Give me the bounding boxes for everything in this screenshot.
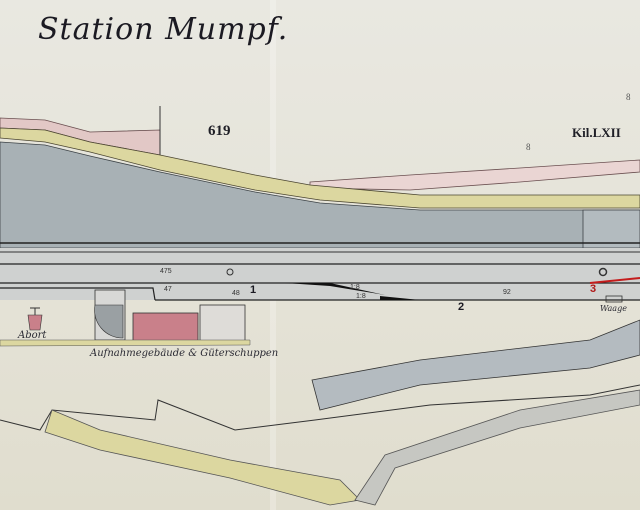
- track-number: 1:8: [350, 284, 360, 291]
- privy-label: Abort: [18, 330, 47, 341]
- station-building: [132, 312, 199, 344]
- track-number: 48: [232, 290, 240, 297]
- track-number: 92: [503, 289, 511, 296]
- mark-label: 8: [626, 92, 631, 102]
- kilometer-label: Kil.LXII: [572, 125, 621, 140]
- privy-building: [27, 314, 43, 331]
- mark-label: 8: [526, 142, 531, 152]
- creek: [44, 409, 361, 506]
- retaining-wall: [311, 319, 640, 411]
- signal-1-icon: 1: [250, 284, 257, 296]
- scale-box: [605, 295, 623, 303]
- track-number: 1:8: [356, 293, 366, 300]
- signal-3-icon: 3: [590, 283, 597, 295]
- sheet-number: 619: [208, 123, 231, 139]
- map-title: Station Mumpf.: [38, 12, 289, 47]
- track-number: 47: [164, 286, 172, 293]
- signal-2-icon: 2: [458, 301, 465, 313]
- embankment: [0, 127, 640, 209]
- red-track-line: [589, 277, 640, 284]
- track-number: 475: [160, 268, 172, 275]
- buildings-label: Aufnahmegebäude & Güterschuppen: [90, 348, 279, 359]
- scale-label: Waage: [600, 304, 627, 313]
